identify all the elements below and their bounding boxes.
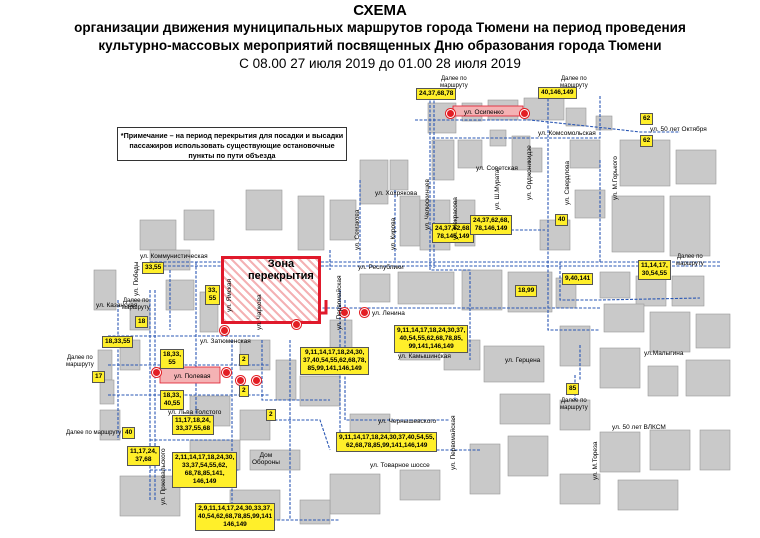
no-entry-sign-icon (292, 320, 301, 329)
street-label: ул. 50 лет Октября (650, 126, 707, 133)
street-label: ул. Свердлова (564, 161, 571, 205)
no-entry-sign-icon (236, 376, 245, 385)
street-label: ул. Комсомольская (538, 130, 596, 137)
route-badge: 33, 55 (205, 285, 221, 305)
route-badge: 24,37,62,68, 78,146,149 (470, 215, 513, 235)
header-line-1: организации движения муниципальных маршр… (74, 20, 686, 35)
route-badge: 40,146,149 (538, 87, 577, 99)
bus-routes-layer (108, 94, 720, 521)
note-box: *Примечание – на период перекрытия для п… (117, 127, 347, 161)
route-badge: 2 (239, 385, 249, 397)
route-badge: 40 (555, 214, 569, 226)
route-badge: 2 (239, 354, 249, 366)
street-label: ул. М.Тореза (592, 441, 599, 481)
no-entry-sign-icon (252, 376, 261, 385)
closure-zone-label: Зона перекрытия (248, 258, 314, 282)
header-title: СХЕМА (353, 2, 407, 19)
route-badge: 9,40,141 (562, 273, 594, 285)
street-label: ул. Республики (358, 264, 404, 271)
route-badge: 18,33, 40,55 (160, 390, 185, 410)
route-badge: 9,11,14,17,18,24,30,37, 40,54,55,62,68,7… (394, 325, 469, 353)
route-badge: 2,11,14,17,18,24,30, 33,37,54,55,62, 68,… (172, 452, 238, 488)
route-badge: 24,37,68,78 (416, 88, 457, 100)
street-label: ул. Пржевальского (160, 448, 167, 505)
street-label: ул. Товарное шоссе (370, 462, 430, 469)
route-badge: 18,99 (515, 285, 538, 297)
street-label: ул. Первомайская (450, 415, 457, 471)
route-badge: 11,17,18,24, 33,37,55,68 (172, 415, 214, 435)
route-badge: 9,11,14,17,18,24,30,37,40,54,55, 62,68,7… (336, 432, 438, 452)
route-badge: 18 (135, 316, 149, 328)
no-entry-sign-icon (360, 308, 369, 317)
street-label: ул. Кирова (390, 217, 397, 250)
street-label: ул. Осипенко (464, 109, 504, 116)
street-label: ул. Затюменская (200, 338, 251, 345)
street-label: ул. М.Горького (612, 156, 619, 200)
street-label: ул. Чаркова (256, 294, 263, 330)
route-badge: 33,55 (142, 262, 165, 274)
route-badge: 18,33, 55 (160, 349, 185, 369)
street-label: ул. Ш.Мурата (494, 169, 501, 210)
further-label: Далее по маршруту (66, 430, 122, 436)
route-badge: 62 (640, 135, 654, 147)
no-entry-sign-icon (222, 368, 231, 377)
no-entry-sign-icon (152, 368, 161, 377)
route-badge: 17 (92, 371, 106, 383)
further-label: Далее по маршруту (440, 76, 468, 89)
no-entry-sign-icon (220, 326, 229, 335)
street-label: Дом Обороны (252, 452, 280, 466)
street-label: ул. Хохрякова (375, 190, 418, 197)
street-label: ул. Первомайская (336, 275, 343, 331)
street-label: ул. Орджоникидзе (526, 145, 533, 200)
route-badge: 40 (122, 427, 136, 439)
street-label: ул. Ленина (372, 310, 405, 317)
street-label: ул. Победы (133, 261, 140, 296)
street-label: ул. Семакова (354, 209, 361, 250)
route-badge: 9,11,14,17,18,24,30, 37,40,54,55,62,68,7… (300, 347, 370, 375)
street-label: ул. Чернышевского (378, 418, 437, 425)
street-label: ул. Некрасова (452, 197, 459, 240)
header-dates: С 08.00 27 июля 2019 до 01.00 28 июля 20… (239, 56, 521, 71)
further-label: Далее по маршруту (676, 254, 704, 267)
street-label: ул. Полевая (174, 373, 211, 380)
street-label: ул. Камышинская (398, 353, 451, 360)
street-label: ул.Малыгина (644, 350, 684, 357)
no-entry-sign-icon (520, 109, 529, 118)
street-label: ул. Челюскинцев (424, 179, 431, 230)
closure-zone (221, 256, 321, 324)
street-label: ул. Ямская (226, 278, 233, 312)
further-label: Далее по маршруту (66, 355, 94, 368)
no-entry-sign-icon (340, 308, 349, 317)
further-label: Далее по маршруту (560, 76, 588, 89)
street-label: ул. Льва Толстого (168, 409, 222, 416)
no-entry-sign-icon (446, 109, 455, 118)
route-badge: 18,33,55 (102, 336, 134, 348)
route-badge: 24,37,62,68, 78,146,149 (432, 223, 475, 243)
street-label: ул. Казанская (96, 302, 138, 309)
street-label: ул. Коммунистическая (140, 253, 208, 260)
route-badge: 2,9,11,14,17,24,30,33,37, 40,54,62,68,78… (195, 503, 276, 531)
route-badge: 2 (266, 409, 276, 421)
route-badge: 62 (640, 113, 654, 125)
further-label: Далее по маршруту (122, 298, 150, 311)
route-badge: 11,17,24, 37,68 (127, 446, 160, 466)
street-label: ул. 50 лет ВЛКСМ (612, 424, 666, 431)
route-badge: 11,14,17, 30,54,55 (638, 260, 671, 280)
street-label: ул. Герцена (505, 357, 541, 364)
street-label: ул. Советская (476, 165, 518, 172)
route-badge: 85 (566, 383, 580, 395)
further-label: Далее по маршруту (560, 398, 588, 411)
header-line-2: культурно-массовых мероприятий посвященн… (98, 38, 662, 53)
